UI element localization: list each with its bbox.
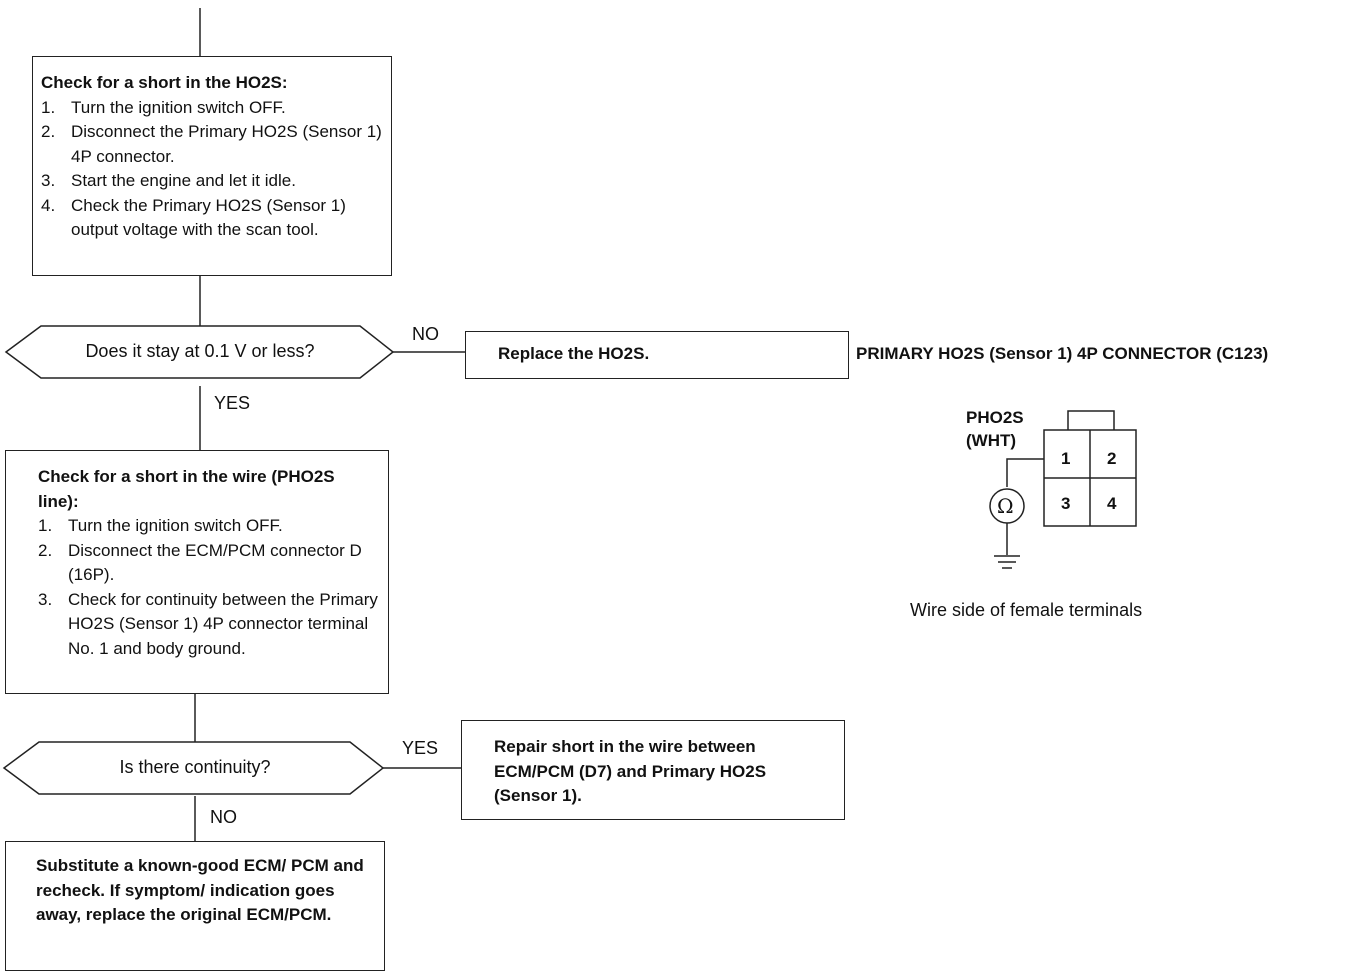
wire-label-pho2s: PHO2S <box>966 408 1024 427</box>
pin-1: 1 <box>1061 449 1071 468</box>
box1-step-4: 4.Check the Primary HO2S (Sensor 1) outp… <box>41 195 346 240</box>
wire-label-wht: (WHT) <box>966 431 1017 450</box>
repair-short-box: Repair short in the wire between ECM/PCM… <box>461 720 845 820</box>
decision1-yes-label: YES <box>214 393 251 413</box>
pin-3: 3 <box>1061 494 1071 513</box>
connector-schematic <box>989 410 1137 569</box>
check-hO2S-box: Check for a short in the HO2S: 1.Turn th… <box>32 56 392 276</box>
box1-step-3: 3.Start the engine and let it idle. <box>41 171 296 190</box>
decision2-no-label: NO <box>210 807 237 827</box>
pin-2: 2 <box>1107 449 1117 468</box>
box2-step-1: 1.Turn the ignition switch OFF. <box>38 516 283 535</box>
box2-step-3: 3.Check for continuity between the Prima… <box>38 589 378 658</box>
substitute-ecm-box: Substitute a known-good ECM/ PCM and rec… <box>5 841 385 971</box>
check-wire-box: Check for a short in the wire (PHO2S lin… <box>5 450 389 694</box>
action2-text: Repair short in the wire between ECM/PCM… <box>494 737 767 805</box>
pin-4: 4 <box>1107 494 1117 513</box>
box1-step-2: 2.Disconnect the Primary HO2S (Sensor 1)… <box>41 122 382 166</box>
connector-title: PRIMARY HO2S (Sensor 1) 4P CONNECTOR (C1… <box>856 344 1269 363</box>
replace-hO2S-box: Replace the HO2S. <box>465 331 849 379</box>
decision1-diamond <box>4 325 395 379</box>
final-text: Substitute a known-good ECM/ PCM and rec… <box>36 856 364 924</box>
box1-title: Check for a short in the HO2S: <box>41 73 288 92</box>
ohmmeter-icon: Ω <box>997 494 1014 518</box>
box2-title: Check for a short in the wire (PHO2S lin… <box>38 467 335 511</box>
box2-step-2: 2.Disconnect the ECM/PCM connector D (16… <box>38 540 362 585</box>
decision2-question: Is there continuity? <box>119 757 271 777</box>
decision1-question: Does it stay at 0.1 V or less? <box>85 341 315 361</box>
decision2-yes-label: YES <box>402 738 439 758</box>
connector-caption: Wire side of female terminals <box>910 600 1143 620</box>
decision1-no-label: NO <box>412 324 439 344</box>
action1-text: Replace the HO2S. <box>498 344 650 363</box>
decision2-diamond <box>2 741 385 795</box>
box1-step-1: 1.Turn the ignition switch OFF. <box>41 97 286 117</box>
